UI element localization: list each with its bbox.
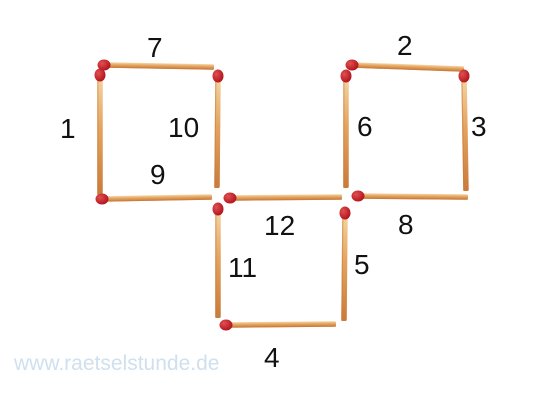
match-label-6: 6: [357, 111, 373, 142]
matchstick-head: [98, 60, 111, 71]
matchstick-2[interactable]: [346, 60, 465, 72]
match-label-8: 8: [398, 209, 414, 240]
matchstick-12[interactable]: [224, 193, 343, 204]
match-label-12: 12: [264, 210, 295, 241]
matchstick-3[interactable]: [459, 70, 470, 192]
matchstick-8[interactable]: [352, 191, 469, 202]
matchstick-shadow: [343, 76, 344, 188]
matchstick-head: [352, 191, 365, 202]
match-label-1: 1: [60, 113, 76, 144]
match-label-3: 3: [471, 111, 487, 142]
match-label-11: 11: [228, 252, 257, 283]
matchstick-9[interactable]: [96, 194, 213, 205]
matchsticks: [95, 60, 470, 331]
match-label-9: 9: [150, 159, 166, 190]
watermark-text: www.raetselstunde.de: [13, 352, 219, 375]
matchstick-head: [213, 70, 224, 83]
matchstick-10[interactable]: [213, 70, 224, 189]
match-label-7: 7: [147, 32, 163, 63]
matchstick-shadow: [97, 75, 98, 195]
match-label-10: 10: [168, 112, 199, 143]
matchstick-head: [96, 194, 109, 205]
matchstick-head: [459, 70, 470, 83]
matchstick-head: [220, 320, 233, 331]
matchstick-shadow: [215, 209, 216, 318]
matchstick-head: [224, 193, 237, 204]
matchstick-4[interactable]: [220, 320, 337, 331]
matchstick-head: [341, 70, 352, 83]
match-label-4: 4: [264, 342, 280, 373]
matchstick-6[interactable]: [341, 70, 352, 189]
match-label-2: 2: [397, 30, 413, 61]
match-label-5: 5: [354, 249, 370, 280]
matchstick-1[interactable]: [95, 69, 106, 196]
matchstick-head: [346, 60, 359, 71]
matchstick-5[interactable]: [340, 207, 351, 322]
matchstick-head: [213, 203, 224, 216]
matchstick-head: [340, 207, 351, 220]
matchstick-11[interactable]: [213, 203, 224, 319]
